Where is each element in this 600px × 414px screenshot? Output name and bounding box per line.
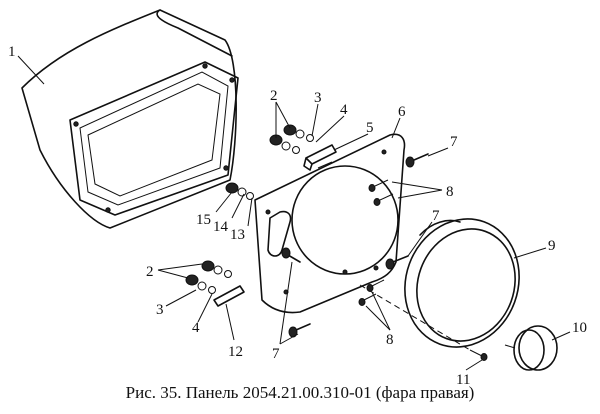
leader-lines — [17, 55, 571, 371]
small-screw-11 — [469, 349, 488, 361]
callout-1: 1 — [8, 44, 16, 60]
callout-14: 14 — [213, 219, 229, 235]
callout-3-upper: 3 — [314, 90, 322, 106]
assembly-line — [359, 284, 471, 351]
small-screws — [358, 179, 394, 306]
upper-nut-washer-set — [269, 124, 314, 154]
callout-7-bottom: 7 — [272, 346, 280, 362]
callout-10: 10 — [572, 320, 587, 336]
bracket — [303, 144, 337, 171]
callout-5: 5 — [366, 120, 374, 136]
middle-nut-washer-set — [225, 182, 254, 200]
housing-frame — [21, 9, 239, 229]
callout-7-top: 7 — [450, 134, 458, 150]
callout-7-right: 7 — [432, 208, 440, 224]
callout-15: 15 — [196, 212, 211, 228]
callout-8-bottom: 8 — [386, 332, 394, 348]
callout-4-upper: 4 — [340, 102, 348, 118]
figure-caption: Рис. 35. Панель 2054.21.00.310-01 (фара … — [125, 383, 475, 402]
lower-nut-washer-set — [185, 260, 232, 294]
callout-3-lower: 3 — [156, 302, 164, 318]
knob-cap — [504, 325, 558, 371]
callout-2-lower: 2 — [146, 264, 154, 280]
headlamp-rim — [404, 218, 520, 348]
panel-plate — [254, 133, 406, 314]
strip-plate — [213, 285, 245, 307]
callout-6: 6 — [398, 104, 406, 120]
callout-8-top: 8 — [446, 184, 454, 200]
callout-9: 9 — [548, 238, 556, 254]
callout-labels: 1 2 3 4 5 6 7 8 15 14 13 7 9 2 3 4 12 7 … — [8, 44, 587, 388]
callout-2-upper: 2 — [270, 88, 278, 104]
screws — [281, 153, 429, 338]
callout-4-lower: 4 — [192, 320, 200, 336]
callout-11: 11 — [456, 372, 470, 388]
callout-13: 13 — [230, 227, 245, 243]
callout-12: 12 — [228, 344, 243, 360]
